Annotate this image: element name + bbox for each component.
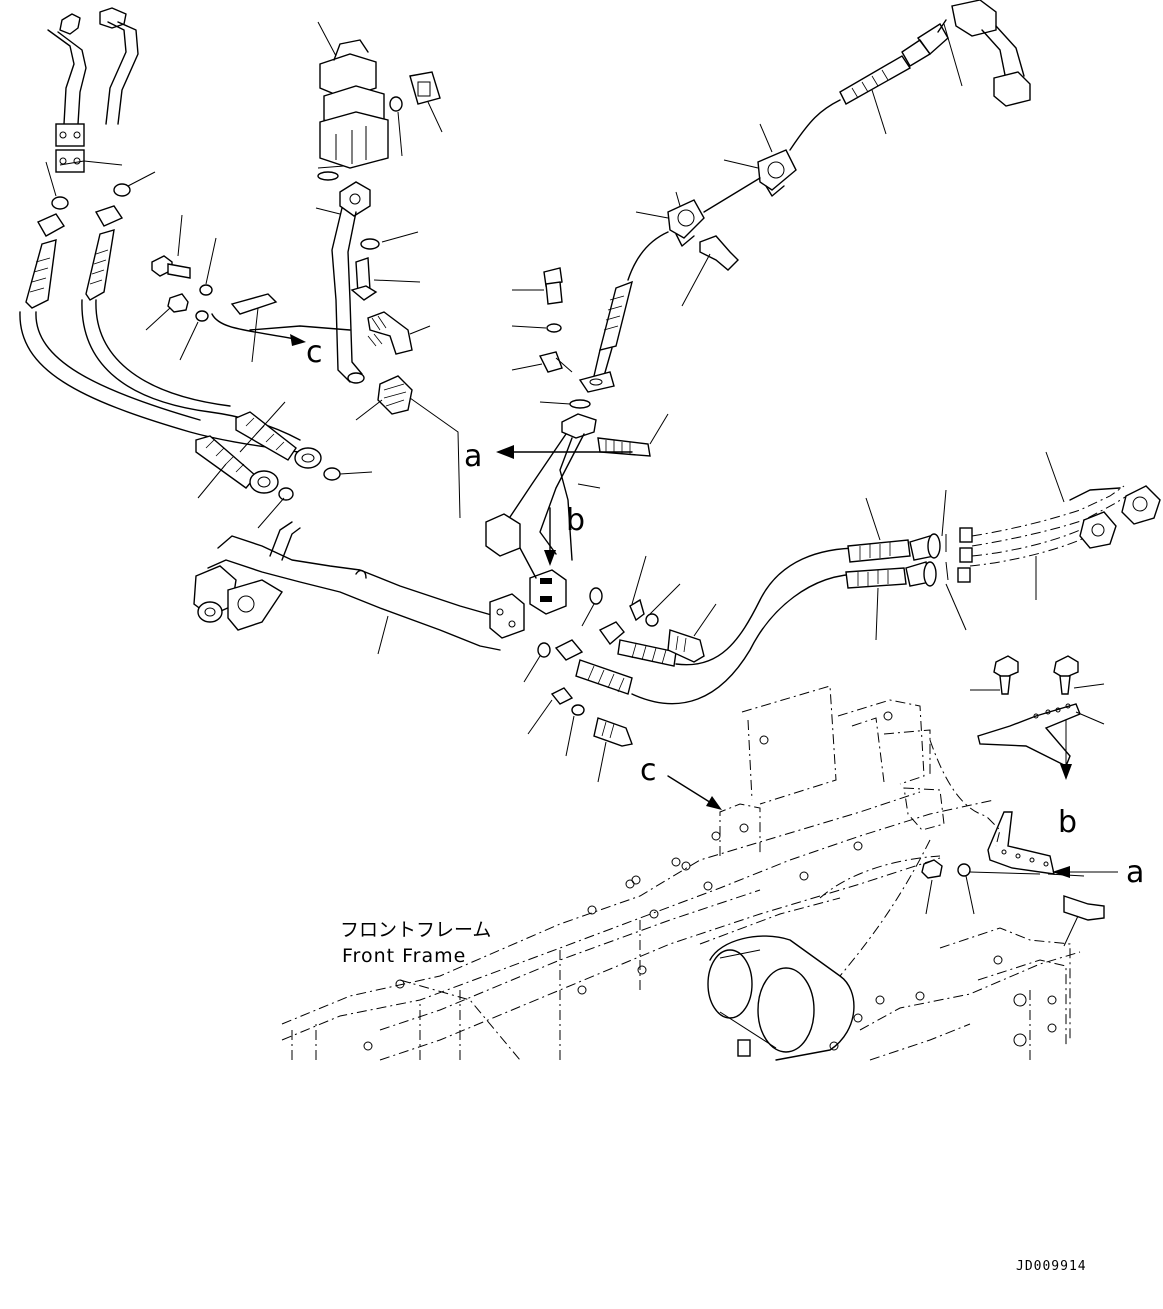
hose-support-clamps	[627, 123, 797, 307]
left-hose-assemblies	[19, 205, 311, 456]
callout-c-frame-label: c	[640, 753, 657, 788]
right-steel-pipes	[957, 451, 1161, 600]
callout-b-top-label: b	[566, 503, 585, 538]
hose-ends-lower-left	[195, 401, 373, 529]
right-hose-assemblies	[845, 489, 967, 641]
callout-a-right: a	[1126, 855, 1144, 890]
valve-block	[317, 21, 443, 181]
bolt-washer-group-left	[145, 214, 306, 363]
callout-a-left-label: a	[464, 439, 482, 474]
callout-b-right-label: b	[1058, 805, 1077, 840]
callout-b-top: b	[544, 503, 585, 566]
upper-center-hose	[511, 267, 634, 393]
upper-left-fitting-pipes	[47, 7, 139, 173]
front-frame-label-jp: フロントフレーム	[340, 919, 491, 941]
frame-cylinder	[707, 935, 855, 1061]
swivel-joint	[355, 375, 461, 519]
lower-center-pipe	[193, 521, 525, 655]
upper-right-pipe	[789, 0, 1031, 151]
center-bracket-pipes	[485, 399, 669, 615]
callout-b-right: b	[1058, 805, 1077, 840]
o-rings-upper-left	[45, 160, 156, 210]
callout-c-left: c	[306, 335, 323, 370]
callout-c-frame: c	[640, 753, 722, 810]
callout-c-left-label: c	[306, 335, 323, 370]
callout-a-left: a	[464, 439, 633, 474]
center-lower-hose	[523, 547, 861, 783]
callout-a-right-label: a	[1126, 855, 1144, 890]
frame-holes	[363, 711, 1057, 1051]
front-frame-label: フロントフレーム Front Frame	[340, 919, 491, 967]
bracket-a-group	[921, 811, 1118, 947]
front-frame-label-en: Front Frame	[342, 945, 466, 967]
center-steel-pipe	[249, 181, 431, 384]
drawing-code: JD009914	[1016, 1259, 1087, 1274]
right-bracket-group	[970, 655, 1105, 780]
front-frame-outline	[281, 685, 1081, 1061]
